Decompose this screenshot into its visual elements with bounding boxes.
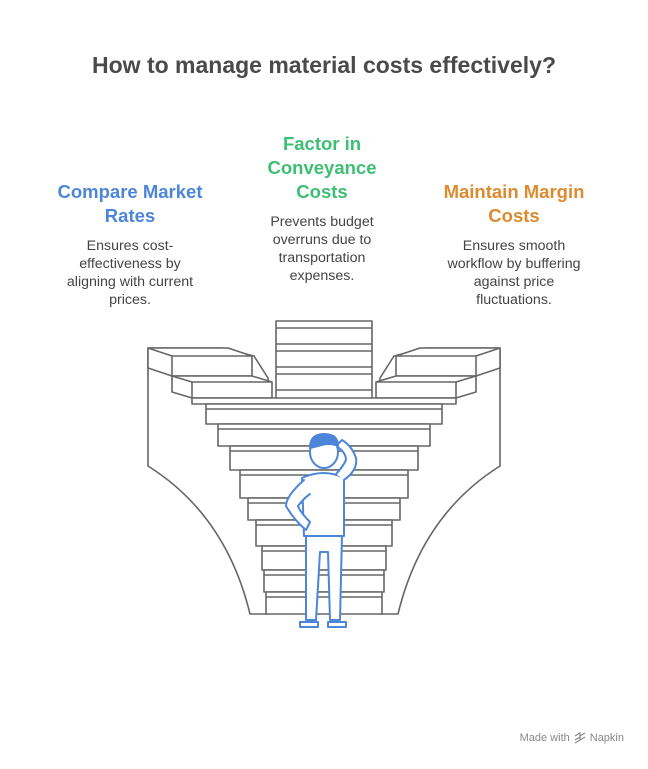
item-maintain-margin-costs: Maintain Margin Costs Ensures smooth wor… <box>424 180 604 309</box>
napkin-brand-label: Napkin <box>589 732 624 744</box>
item-description: Prevents budget overruns due to transpor… <box>248 213 396 285</box>
made-with-napkin-badge: Made with Napkin <box>520 732 624 744</box>
person-shoes <box>299 621 347 628</box>
heading-line: Compare Market <box>57 181 203 202</box>
desc-line: overruns due to <box>272 232 372 248</box>
item-heading: Factor in Conveyance Costs <box>248 132 396 204</box>
page-title: How to manage material costs effectively… <box>92 52 556 78</box>
right-step-edge <box>455 375 477 383</box>
item-heading: Maintain Margin Costs <box>424 180 604 228</box>
heading-line: Costs <box>488 205 540 226</box>
item-description: Ensures smooth workflow by buffering aga… <box>424 237 604 309</box>
heading-line: Conveyance <box>267 157 377 178</box>
left-step <box>147 347 253 377</box>
stair-step <box>263 569 385 593</box>
desc-line: workflow by buffering <box>447 256 581 272</box>
item-factor-conveyance-costs: Factor in Conveyance Costs Prevents budg… <box>248 132 396 285</box>
stair-ledge <box>191 397 457 405</box>
heading-line: Factor in <box>282 133 362 154</box>
napkin-logo-icon <box>574 732 586 744</box>
left-step <box>171 375 273 399</box>
person-right-arm <box>335 439 358 481</box>
heading-line: Maintain Margin <box>443 181 585 202</box>
left-step-edge <box>147 347 173 357</box>
left-step-edge <box>171 375 193 383</box>
right-step <box>375 375 477 399</box>
desc-line: expenses. <box>289 268 355 284</box>
heading-line: Rates <box>104 205 156 226</box>
desc-line: prices. <box>109 292 151 308</box>
item-compare-market-rates: Compare Market Rates Ensures cost- effec… <box>48 180 212 309</box>
right-step-edge <box>475 347 501 357</box>
item-description: Ensures cost- effectiveness by aligning … <box>48 237 212 309</box>
item-heading: Compare Market Rates <box>48 180 212 228</box>
desc-line: aligning with current <box>66 274 194 290</box>
heading-line: Costs <box>296 181 348 202</box>
center-tower <box>275 320 373 400</box>
thinking-person-figure <box>285 433 358 628</box>
made-with-label: Made with <box>519 732 570 744</box>
desc-line: against price <box>473 274 555 290</box>
desc-line: transportation <box>278 250 366 266</box>
desc-line: Ensures cost- <box>86 238 174 254</box>
right-step <box>395 347 501 377</box>
person-hair <box>309 433 339 449</box>
desc-line: effectiveness by <box>79 256 181 272</box>
person-legs <box>305 533 343 621</box>
person-left-arm <box>285 479 311 531</box>
desc-line: fluctuations. <box>476 292 552 308</box>
stair-step <box>205 403 443 425</box>
desc-line: Ensures smooth <box>462 238 566 254</box>
desc-line: Prevents budget <box>270 214 374 230</box>
stair-step <box>265 591 383 615</box>
person-torso <box>301 472 345 537</box>
